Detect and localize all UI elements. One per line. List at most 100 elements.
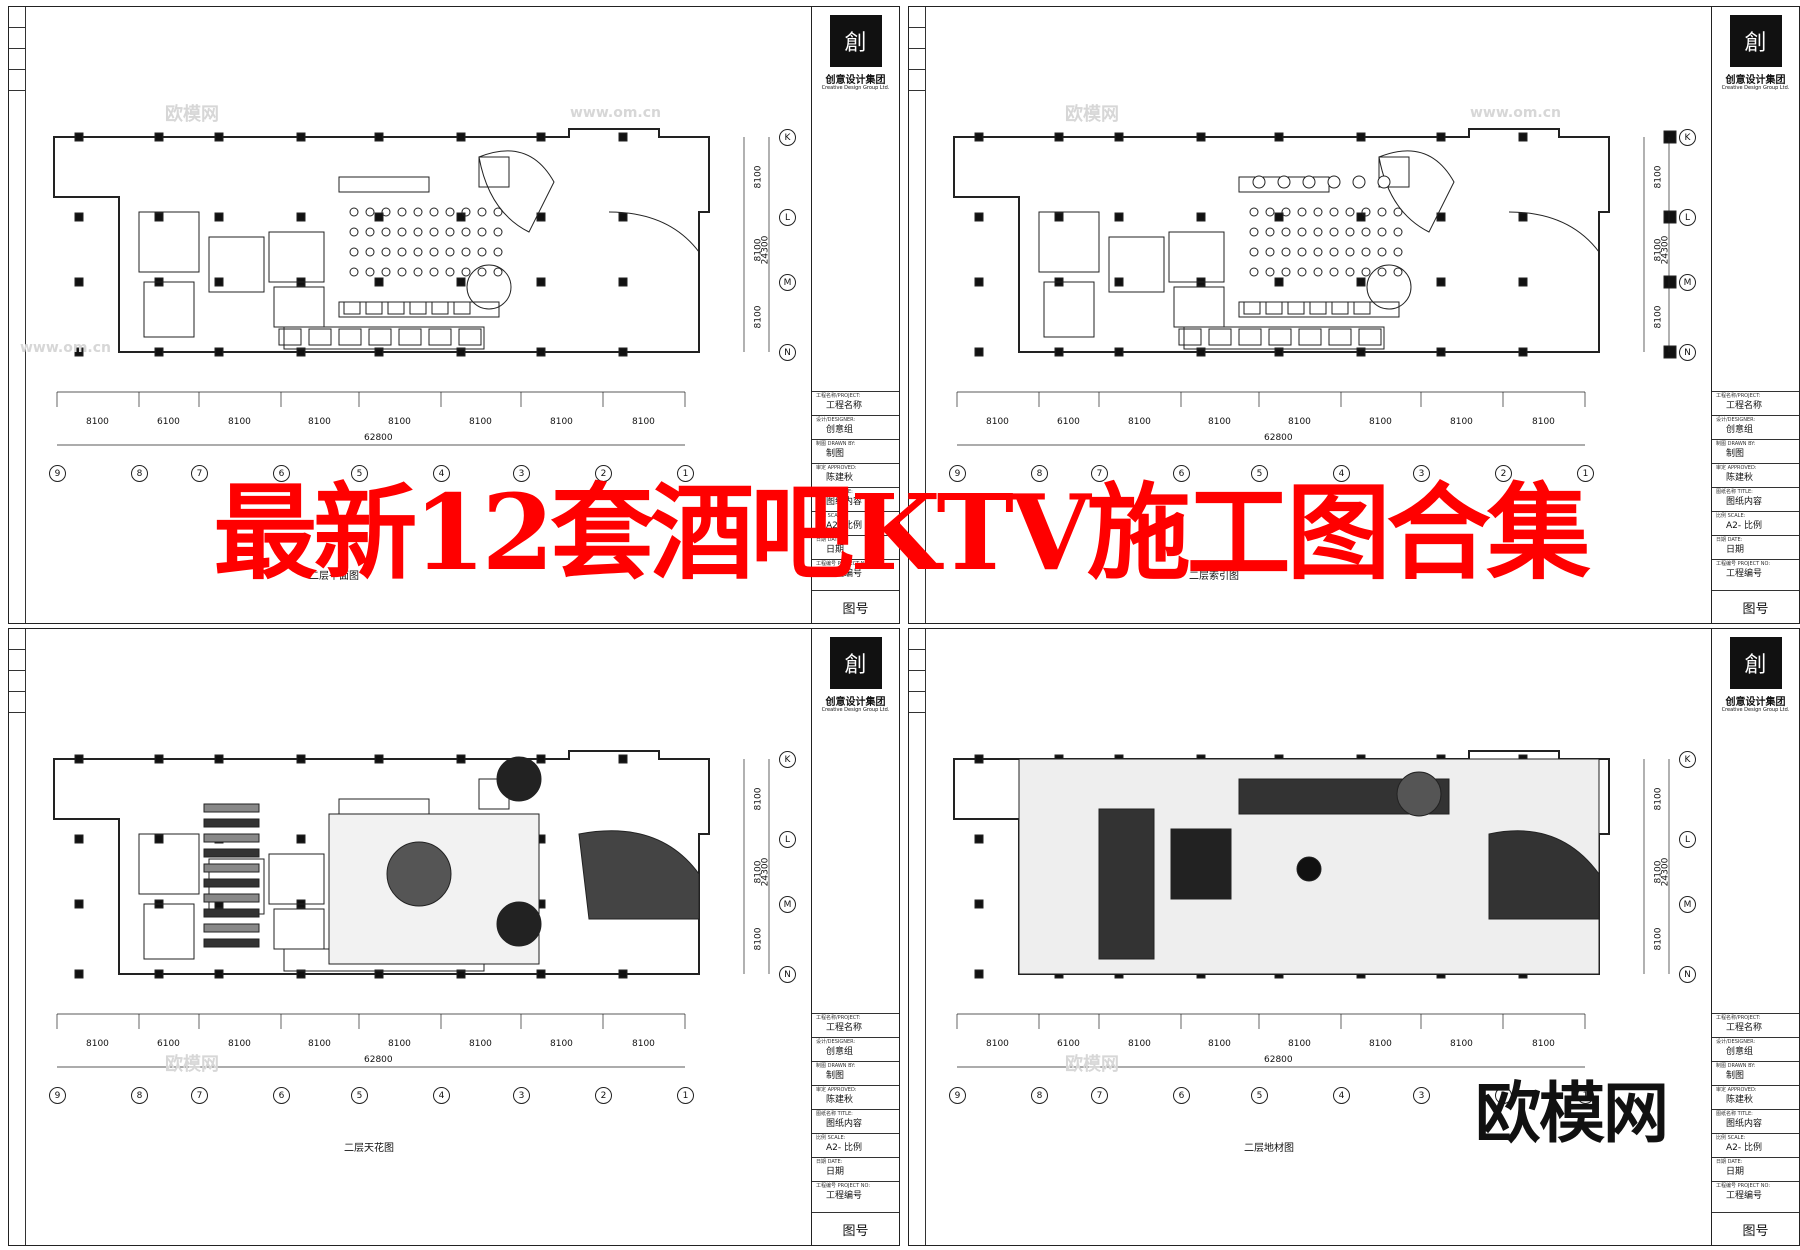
vertical-dimension: 8100 — [1653, 787, 1664, 811]
company-logo: 創 — [1729, 15, 1782, 67]
axis-number-marker: 9 — [949, 1087, 966, 1104]
axis-number-marker: 2 — [595, 1087, 612, 1104]
tb-title: 图纸名称 TITLE:图纸内容 — [812, 487, 899, 508]
floor-plan-drawing — [53, 128, 770, 446]
tb-date: 日期 DATE:日期 — [812, 535, 899, 556]
tb-project: 工程名称/PROJECT:工程名称 — [812, 1013, 899, 1034]
watermark: www.om.cn — [1470, 105, 1562, 121]
vertical-dimension: 8100 — [753, 305, 764, 329]
title-block: 創 创意设计集团 Creative Design Group Ltd. 工程名称… — [1711, 7, 1799, 623]
span-dimension: 8100 — [1208, 417, 1231, 427]
vertical-dimension: 8100 — [753, 927, 764, 951]
axis-number-marker: 8 — [131, 1087, 148, 1104]
tb-designer: 设计/DESIGNER:创意组 — [1712, 1037, 1799, 1058]
vertical-dimension: 8100 — [1653, 305, 1664, 329]
span-dimension: 6100 — [1057, 417, 1080, 427]
tb-drawn: 制图 DRAWN BY:制图 — [812, 439, 899, 460]
span-dimension: 8100 — [308, 1039, 331, 1049]
axis-letter-marker: L — [779, 831, 796, 848]
axis-number-marker: 9 — [49, 465, 66, 482]
span-dimension: 8100 — [86, 1039, 109, 1049]
axis-number-marker: 1 — [677, 1087, 694, 1104]
total-dimension: 62800 — [364, 1055, 393, 1065]
axis-letter-marker: L — [1679, 831, 1696, 848]
watermark: 欧模网 — [165, 104, 219, 125]
company-name: 创意设计集团 — [825, 697, 886, 708]
drawing-sheet-4: 62800 二层地材图 創 创意设计集团 Creative Design Gro… — [908, 628, 1800, 1246]
company-name: 创意设计集团 — [1725, 75, 1786, 86]
drawing-sheet-1: 62800 二层平面图 創 创意设计集团 Creative Design Gro… — [8, 6, 900, 624]
plan-title: 二层天花图 — [344, 1143, 394, 1154]
tb-project-no: 工程编号 PROJECT NO:工程编号 — [812, 559, 899, 580]
tb-scale: 比例 SCALE:A2- 比例 — [1712, 511, 1799, 532]
axis-letter-marker: M — [779, 274, 796, 291]
vertical-dimension: 8100 — [753, 165, 764, 189]
axis-number-marker: 6 — [273, 1087, 290, 1104]
span-dimension: 8100 — [388, 417, 411, 427]
axis-letter-marker: K — [1679, 129, 1696, 146]
axis-letter-marker: N — [779, 966, 796, 983]
axis-letter-marker: L — [1679, 209, 1696, 226]
span-dimension: 8100 — [1450, 1039, 1473, 1049]
watermark: 欧模网 — [165, 1054, 219, 1075]
drawing-sheet-3: 62800 二层天花图 創 创意设计集团 Creative Design Gro… — [8, 628, 900, 1246]
axis-number-marker: 8 — [1031, 465, 1048, 482]
sheet-number: 图号 — [812, 590, 899, 623]
tb-project: 工程名称/PROJECT:工程名称 — [812, 391, 899, 412]
tb-approved: 审定 APPROVED:陈建秋 — [812, 463, 899, 484]
tb-scale: 比例 SCALE:A2- 比例 — [812, 511, 899, 532]
tb-scale: 比例 SCALE:A2- 比例 — [812, 1133, 899, 1154]
axis-letter-marker: N — [779, 344, 796, 361]
sheet-edge-strip — [9, 7, 26, 623]
axis-number-marker: 7 — [1091, 1087, 1108, 1104]
span-dimension: 8100 — [86, 417, 109, 427]
axis-number-marker: 2 — [1495, 465, 1512, 482]
axis-number-marker: 7 — [191, 465, 208, 482]
tb-approved: 审定 APPROVED:陈建秋 — [1712, 463, 1799, 484]
company-logo: 創 — [829, 637, 882, 689]
company-name: 创意设计集团 — [825, 75, 886, 86]
company-name-en: Creative Design Group Ltd. — [1721, 85, 1790, 91]
axis-number-marker: 4 — [433, 465, 450, 482]
sheet-edge-strip — [909, 7, 926, 623]
axis-number-marker: 5 — [1251, 1087, 1268, 1104]
sheet-edge-strip — [909, 629, 926, 1245]
total-dimension: 62800 — [1264, 1055, 1293, 1065]
span-dimension: 6100 — [157, 1039, 180, 1049]
plan-title: 二层平面图 — [309, 571, 359, 582]
headline-banner: 最新12套酒吧KTV施工图合集 — [213, 471, 1590, 594]
span-dimension: 8100 — [1128, 1039, 1151, 1049]
tb-designer: 设计/DESIGNER:创意组 — [1712, 415, 1799, 436]
axis-letter-marker: L — [779, 209, 796, 226]
span-dimension: 8100 — [469, 1039, 492, 1049]
span-dimension: 8100 — [986, 417, 1009, 427]
span-dimension: 8100 — [1288, 417, 1311, 427]
tb-date: 日期 DATE:日期 — [1712, 1157, 1799, 1178]
company-name-en: Creative Design Group Ltd. — [1721, 707, 1790, 713]
span-dimension: 6100 — [157, 417, 180, 427]
span-dimension: 8100 — [632, 417, 655, 427]
span-dimension: 8100 — [550, 417, 573, 427]
vertical-total-dimension: 24300 — [1660, 857, 1671, 887]
total-dimension: 62800 — [364, 433, 393, 443]
axis-number-marker: 4 — [433, 1087, 450, 1104]
axis-number-marker: 1 — [1577, 465, 1594, 482]
axis-letter-marker: M — [779, 896, 796, 913]
axis-number-marker: 5 — [351, 1087, 368, 1104]
span-dimension: 8100 — [469, 417, 492, 427]
tb-project: 工程名称/PROJECT:工程名称 — [1712, 1013, 1799, 1034]
axis-number-marker: 7 — [1091, 465, 1108, 482]
company-logo: 創 — [1729, 637, 1782, 689]
vertical-total-dimension: 24300 — [760, 857, 771, 887]
span-dimension: 8100 — [1532, 1039, 1555, 1049]
vertical-total-dimension: 24300 — [760, 235, 771, 265]
watermark: 欧模网 — [1065, 1054, 1119, 1075]
axis-number-marker: 6 — [1173, 465, 1190, 482]
plan-title: 二层地材图 — [1244, 1143, 1294, 1154]
title-block: 創 创意设计集团 Creative Design Group Ltd. 工程名称… — [811, 629, 899, 1245]
axis-number-marker: 5 — [1251, 465, 1268, 482]
axis-letter-marker: M — [1679, 274, 1696, 291]
axis-letter-marker: M — [1679, 896, 1696, 913]
company-name-en: Creative Design Group Ltd. — [821, 85, 890, 91]
tb-title: 图纸名称 TITLE:图纸内容 — [812, 1109, 899, 1130]
